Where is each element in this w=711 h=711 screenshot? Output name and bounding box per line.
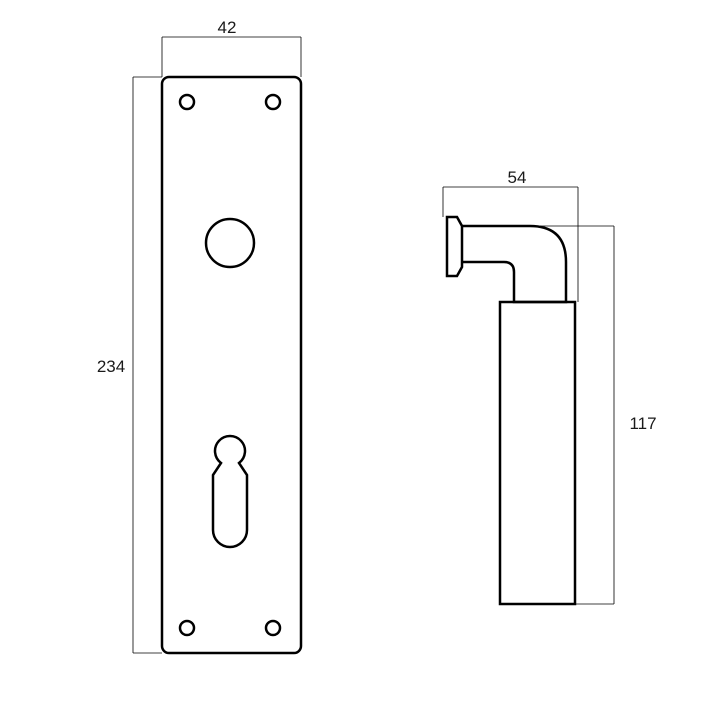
spindle-hole	[204, 217, 256, 269]
screw-hole-top-right	[264, 93, 282, 111]
screw-hole-bottom-left	[178, 619, 196, 637]
handle-side-view	[445, 215, 577, 606]
handle-neck	[462, 224, 568, 304]
handle-projection-label: 54	[508, 168, 527, 187]
plate-width-dimension: 42	[161, 18, 302, 77]
handle-length-label: 117	[629, 414, 656, 433]
plate-width-label: 42	[218, 18, 237, 37]
handle-rose	[445, 215, 464, 278]
keyhole	[211, 434, 249, 549]
handle-grip	[498, 300, 577, 606]
backplate-outline	[160, 75, 303, 655]
plate-height-label: 234	[97, 357, 125, 376]
handle-length-dimension: 117	[540, 225, 657, 605]
backplate-front-view	[160, 75, 303, 655]
plate-height-dimension: 234	[97, 76, 162, 654]
screw-hole-bottom-right	[264, 619, 282, 637]
handle-projection-dimension: 54	[442, 168, 579, 302]
screw-hole-top-left	[178, 93, 196, 111]
